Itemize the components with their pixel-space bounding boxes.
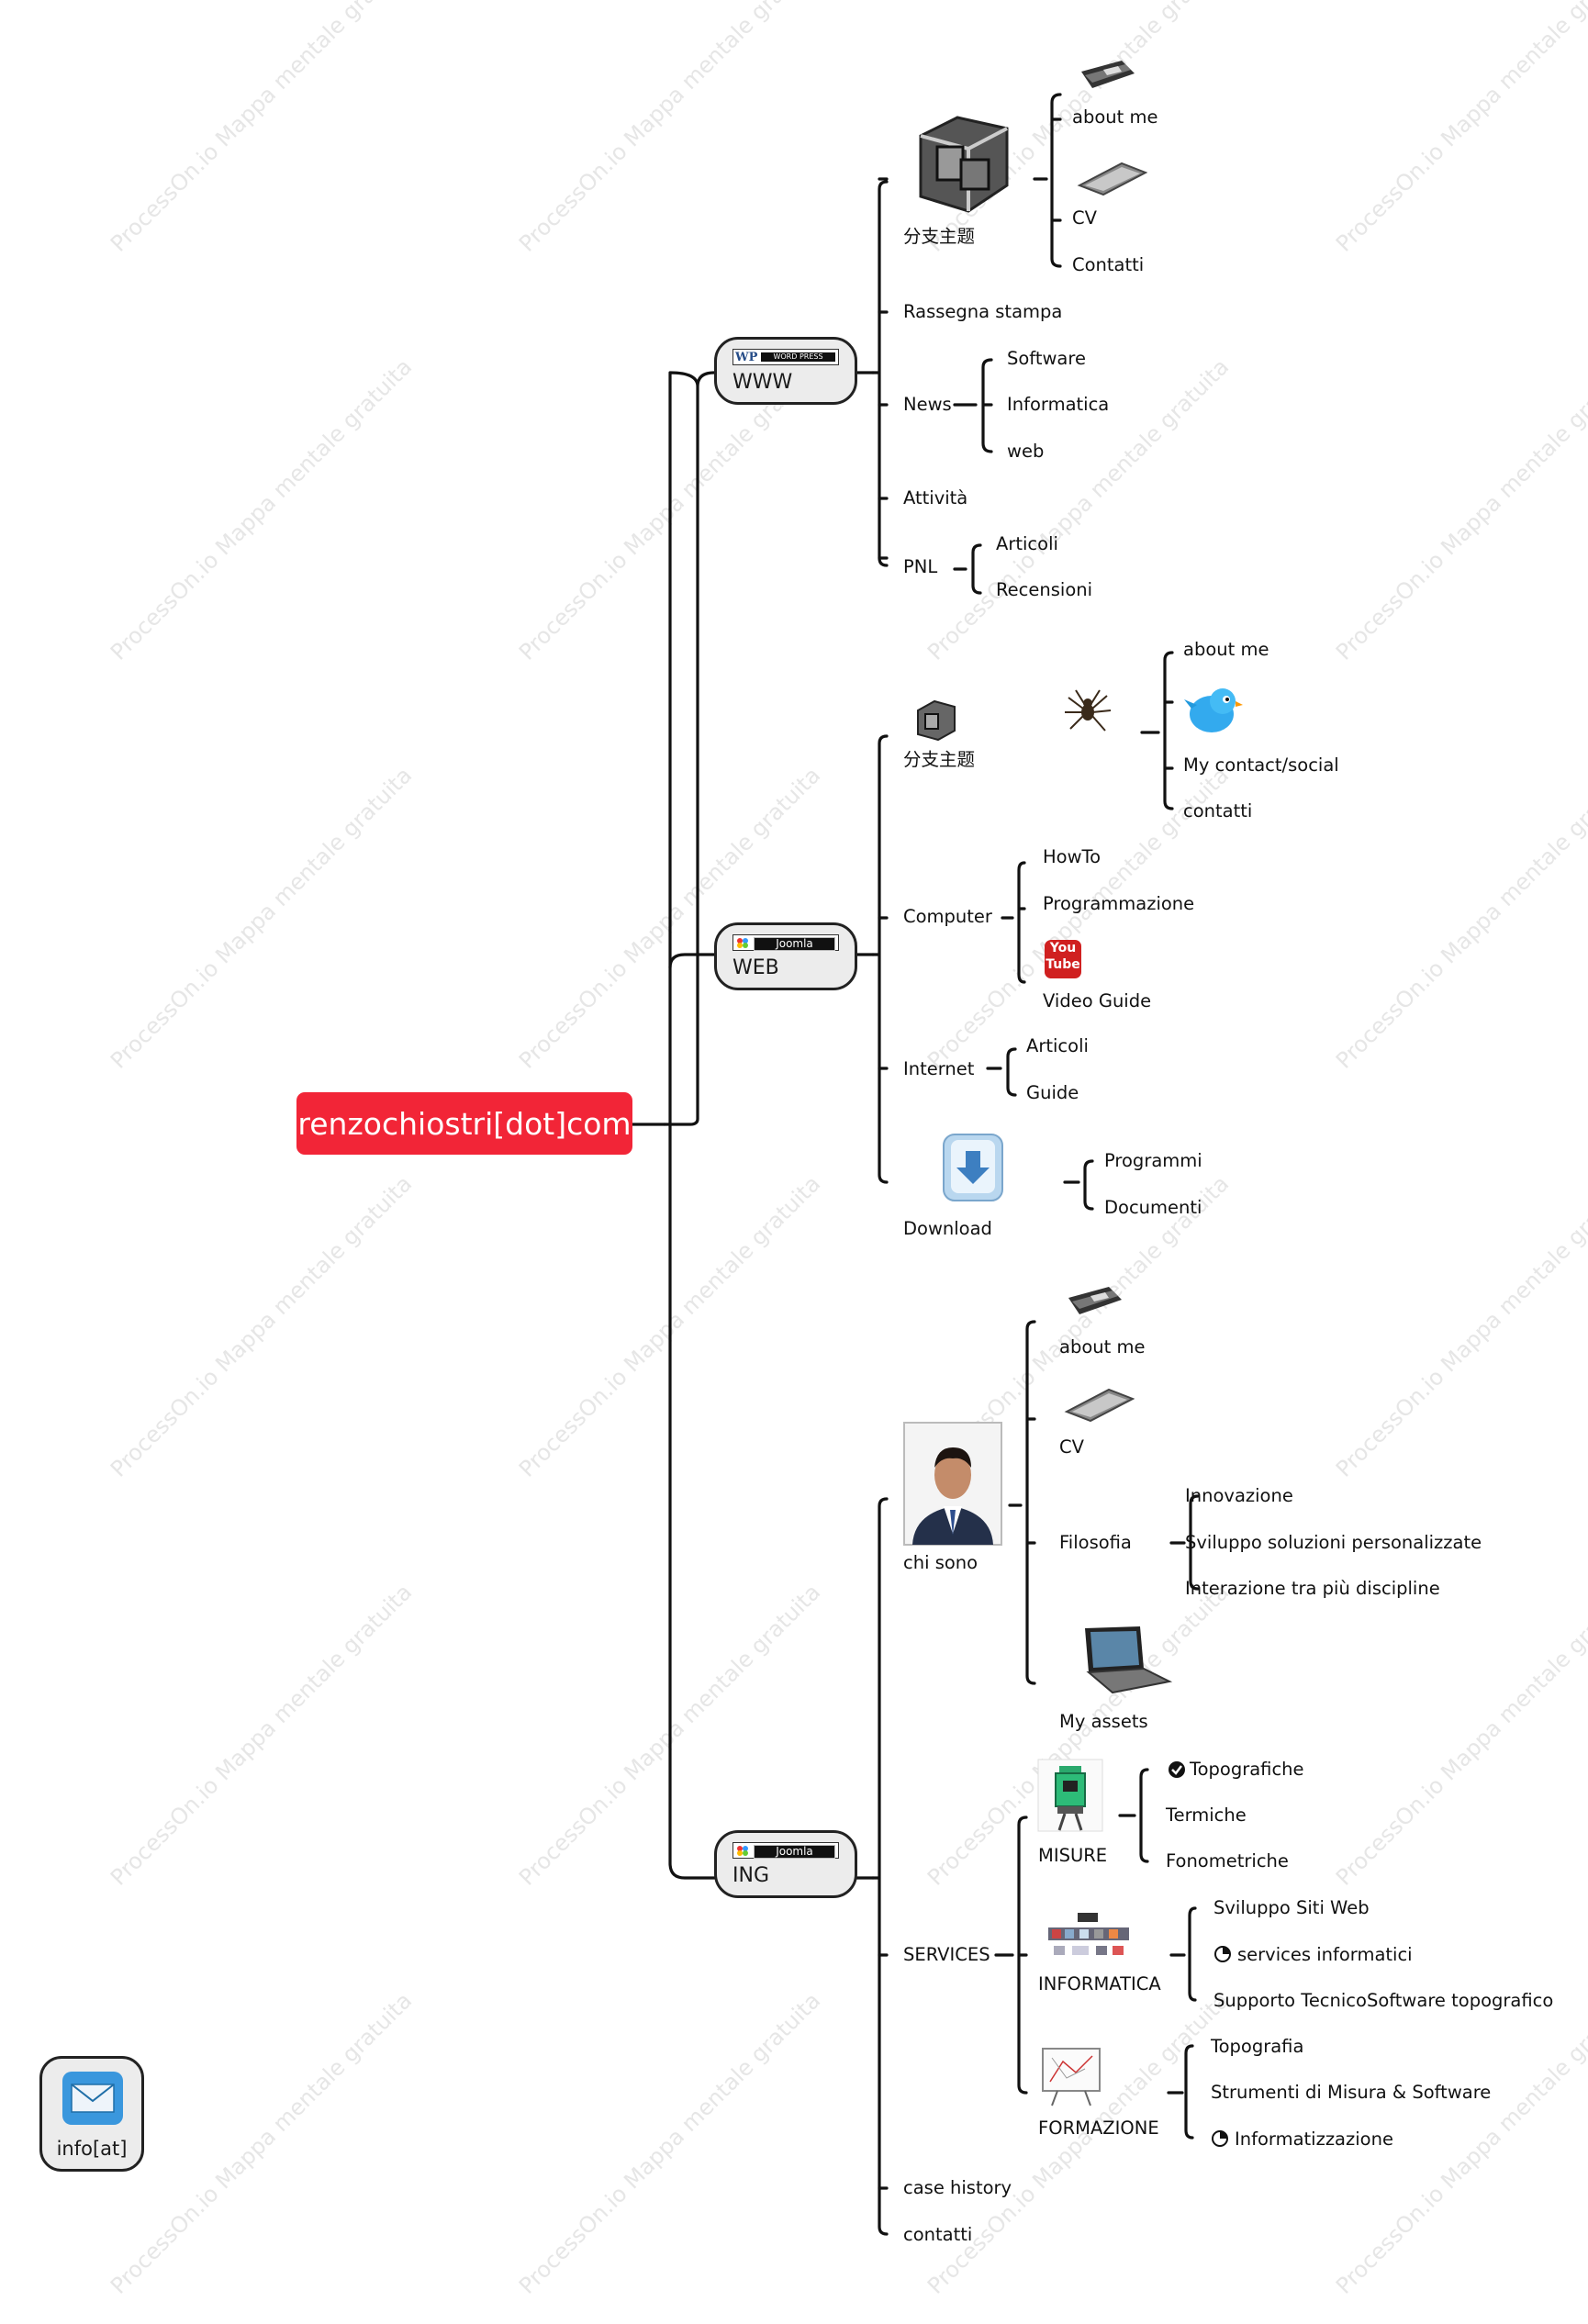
- wordpress-logo: WP WORD PRESS: [732, 349, 839, 365]
- web-computer-label[interactable]: Computer: [903, 906, 992, 927]
- news-item[interactable]: Software: [1007, 348, 1086, 369]
- social-item[interactable]: My contact/social: [1183, 754, 1339, 776]
- ing-informatica-label[interactable]: INFORMATICA: [1038, 1973, 1161, 1994]
- computer-item[interactable]: HowTo: [1043, 846, 1102, 867]
- web-branch-label[interactable]: 分支主题: [903, 749, 976, 770]
- social-item[interactable]: contatti: [1183, 800, 1253, 821]
- laptop-cv-icon: [1064, 1388, 1135, 1423]
- typewriter-icon: [1081, 61, 1135, 88]
- download-item[interactable]: Documenti: [1104, 1197, 1202, 1218]
- www-attivita-label[interactable]: Attività: [903, 487, 968, 508]
- formazione-item[interactable]: Topografia: [1211, 2036, 1304, 2057]
- joomla-logo: Joomla: [732, 934, 839, 951]
- ing-chi-label[interactable]: chi sono: [903, 1552, 979, 1573]
- internet-item[interactable]: Guide: [1026, 1082, 1079, 1103]
- formazione-item[interactable]: Informatizzazione: [1235, 2128, 1393, 2150]
- www-news-label[interactable]: News: [903, 394, 952, 415]
- progress-quarter-icon: [1212, 2130, 1228, 2147]
- news-item[interactable]: web: [1007, 441, 1045, 462]
- ing-filosofia-label[interactable]: Filosofia: [1059, 1532, 1132, 1553]
- www-rassegna-label[interactable]: Rassegna stampa: [903, 301, 1063, 322]
- total-station-icon: [1037, 1759, 1103, 1832]
- topic-web-label: WEB: [732, 956, 779, 979]
- filosofia-item[interactable]: Innovazione: [1185, 1485, 1293, 1506]
- wordpress-logo-text: WP: [735, 351, 758, 364]
- computer-item[interactable]: Video Guide: [1043, 990, 1152, 1011]
- topic-ing[interactable]: Joomla ING: [714, 1830, 857, 1898]
- topic-ing-label: ING: [732, 1864, 769, 1887]
- download-icon: [943, 1134, 1003, 1201]
- joomla-logo-bar: Joomla: [754, 1845, 835, 1859]
- www-cv-label[interactable]: CV: [1072, 207, 1097, 229]
- www-contatti-label[interactable]: Contatti: [1072, 254, 1145, 275]
- informatica-item[interactable]: Sviluppo Siti Web: [1213, 1897, 1370, 1918]
- youtube-icon-text: Tube: [1046, 957, 1080, 972]
- internet-item[interactable]: Articoli: [1026, 1035, 1089, 1056]
- progress-quarter-icon: [1214, 1946, 1231, 1962]
- ing-assets-label[interactable]: My assets: [1059, 1711, 1148, 1732]
- misure-item[interactable]: Termiche: [1166, 1804, 1247, 1826]
- download-item[interactable]: Programmi: [1104, 1150, 1202, 1171]
- joomla-logo-bar: Joomla: [754, 937, 835, 951]
- ing-contatti-label[interactable]: contatti: [903, 2224, 973, 2245]
- ing-case-label[interactable]: case history: [903, 2177, 1012, 2198]
- filosofia-item[interactable]: Sviluppo soluzioni personalizzate: [1185, 1532, 1482, 1553]
- informatica-item[interactable]: Supporto TecnicoSoftware topografico: [1213, 1990, 1554, 2011]
- social-item[interactable]: about me: [1183, 639, 1269, 660]
- topic-www-label: WWW: [732, 371, 793, 394]
- pnl-item[interactable]: Articoli: [996, 533, 1058, 554]
- misure-item[interactable]: Topografiche: [1190, 1759, 1304, 1780]
- youtube-icon: You Tube: [1045, 940, 1081, 978]
- computer-item[interactable]: Programmazione: [1043, 893, 1195, 914]
- info-mail-node[interactable]: info[at]: [39, 2056, 144, 2172]
- mail-icon: [62, 2072, 123, 2125]
- root-label: renzochiostri[dot]com: [297, 1105, 632, 1142]
- topic-web[interactable]: Joomla WEB: [714, 922, 857, 990]
- formazione-item[interactable]: Strumenti di Misura & Software: [1211, 2082, 1492, 2103]
- joomla-icon: [737, 938, 748, 948]
- web-internet-label[interactable]: Internet: [903, 1058, 975, 1079]
- topic-www[interactable]: WP WORD PRESS WWW: [714, 337, 857, 405]
- portrait-photo: [903, 1422, 1002, 1546]
- info-mail-label: info[at]: [56, 2138, 128, 2160]
- www-about-label[interactable]: about me: [1072, 106, 1158, 128]
- checkmark-icon: [1169, 1761, 1185, 1778]
- ing-about-label[interactable]: about me: [1059, 1336, 1146, 1358]
- root-topic[interactable]: renzochiostri[dot]com: [296, 1092, 632, 1155]
- ing-misure-label[interactable]: MISURE: [1038, 1845, 1108, 1866]
- www-branch-label[interactable]: 分支主题: [903, 226, 976, 247]
- ing-cv-label[interactable]: CV: [1059, 1436, 1084, 1458]
- cube-small-icon: [917, 699, 956, 742]
- misure-item[interactable]: Fonometriche: [1166, 1850, 1289, 1871]
- devices-icon: [1048, 1913, 1129, 1955]
- www-pnl-label[interactable]: PNL: [903, 556, 938, 577]
- pnl-item[interactable]: Recensioni: [996, 579, 1093, 600]
- laptop-assets-icon: [1085, 1626, 1173, 1694]
- web-download-label[interactable]: Download: [903, 1218, 992, 1239]
- filosofia-item[interactable]: Interazione tra più discipline: [1185, 1578, 1440, 1599]
- ing-formazione-label[interactable]: FORMAZIONE: [1038, 2117, 1159, 2139]
- spider-icon: [1065, 689, 1112, 732]
- typewriter-icon: [1068, 1287, 1122, 1314]
- laptop-cv-icon: [1077, 162, 1147, 196]
- news-item[interactable]: Informatica: [1007, 394, 1110, 415]
- whiteboard-icon: [1042, 2048, 1101, 2106]
- ing-services-label[interactable]: SERVICES: [903, 1944, 990, 1965]
- youtube-icon-text: You: [1049, 941, 1077, 955]
- joomla-icon: [737, 1846, 748, 1856]
- cube-icon: [919, 116, 1009, 213]
- informatica-item[interactable]: services informatici: [1237, 1944, 1413, 1965]
- wordpress-logo-bar: WORD PRESS: [761, 352, 835, 362]
- joomla-logo: Joomla: [732, 1842, 839, 1859]
- twitter-bird-icon: [1184, 688, 1243, 732]
